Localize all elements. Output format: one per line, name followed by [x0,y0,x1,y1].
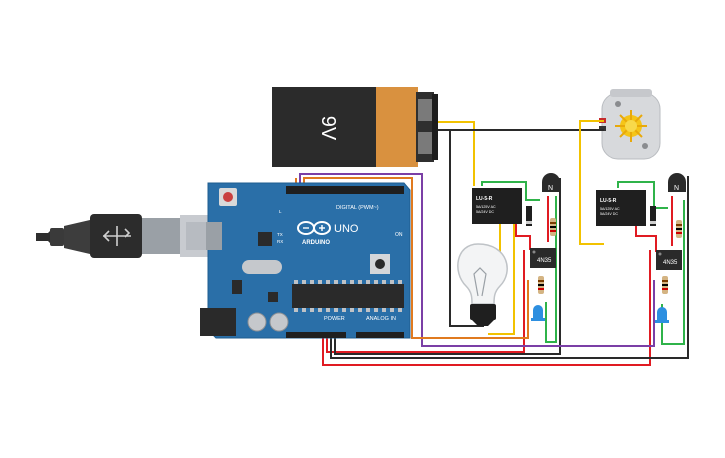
digital-header[interactable] [286,186,404,194]
diode-1[interactable] [526,206,532,226]
power-label: POWER [324,316,345,322]
resistor-1[interactable] [550,218,556,236]
relay1-spec2: 5A/24V DC [476,210,494,214]
l-label: L [279,209,282,214]
usb-port[interactable] [206,222,222,250]
relay-1[interactable]: LU-5-R 5A/125V AC 5A/24V DC [472,188,522,224]
rx-label: RX [277,239,283,244]
wire-pin-orange [303,177,529,339]
dc-motor[interactable] [599,89,661,160]
power-jack[interactable] [200,308,236,336]
wire-pin-purple [299,173,655,347]
transistor-1[interactable]: N [542,173,560,192]
opto2-label: 4N35 [663,260,678,266]
wire-gnd-right [330,176,689,359]
resistor-4[interactable] [662,276,668,294]
battery-label: 9V [317,116,339,141]
relay2-spec2: 5A/24V DC [600,212,618,216]
diode-2[interactable] [650,206,656,226]
usb-cable[interactable] [36,214,222,258]
led-2[interactable] [655,307,669,323]
arduino-logo-icon [297,221,331,235]
wire-battery-lamp [449,130,484,327]
transistor1-label: N [548,185,553,192]
relay2-name: LU-5-R [600,198,617,204]
digital-label: DIGITAL (PWM~) [336,205,379,211]
arduino-model: UNO [334,223,359,235]
tx-label: TX [277,232,283,237]
relay2-spec1: 5A/125V AC [600,207,620,211]
wire-5v-relay1 [326,250,525,353]
power-header[interactable] [286,332,346,338]
light-bulb[interactable] [457,243,508,326]
resistor-2[interactable] [538,276,544,294]
atmega-chip [292,284,404,308]
led-1[interactable] [531,305,545,321]
relay-2[interactable]: LU-5-R 5A/125V AC 5A/24V DC [596,190,646,226]
wire-5v-relay2 [322,250,651,366]
wire-led1 [545,196,557,343]
battery-9v[interactable]: 9V [272,87,438,167]
transistor2-label: N [674,185,679,192]
wire-battery-relay1 [438,121,475,186]
arduino-brand: ARDUINO [302,240,330,246]
wire-relay1-transistor1 [481,181,540,201]
wire-motor-relay2 [579,120,604,245]
optocoupler-1[interactable]: 4N35 [530,248,556,268]
analog-header[interactable] [356,332,404,338]
wire-relay2-transistor2 [617,181,668,209]
optocoupler-2[interactable]: 4N35 [656,250,682,270]
relay1-name: LU-5-R [476,196,493,202]
on-label: ON [395,232,403,238]
resistor-3[interactable] [676,220,682,238]
wire-led2 [661,200,685,345]
wire-gnd-left [334,178,561,355]
relay1-spec1: 5A/125V AC [476,205,496,209]
arduino-uno[interactable]: DIGITAL (PWM~) POWER ANALOG IN ON TX RX … [200,182,411,339]
analog-label: ANALOG IN [366,316,396,322]
transistor-2[interactable]: N [668,173,686,192]
opto1-label: 4N35 [537,258,552,264]
usb-icon [102,226,131,246]
